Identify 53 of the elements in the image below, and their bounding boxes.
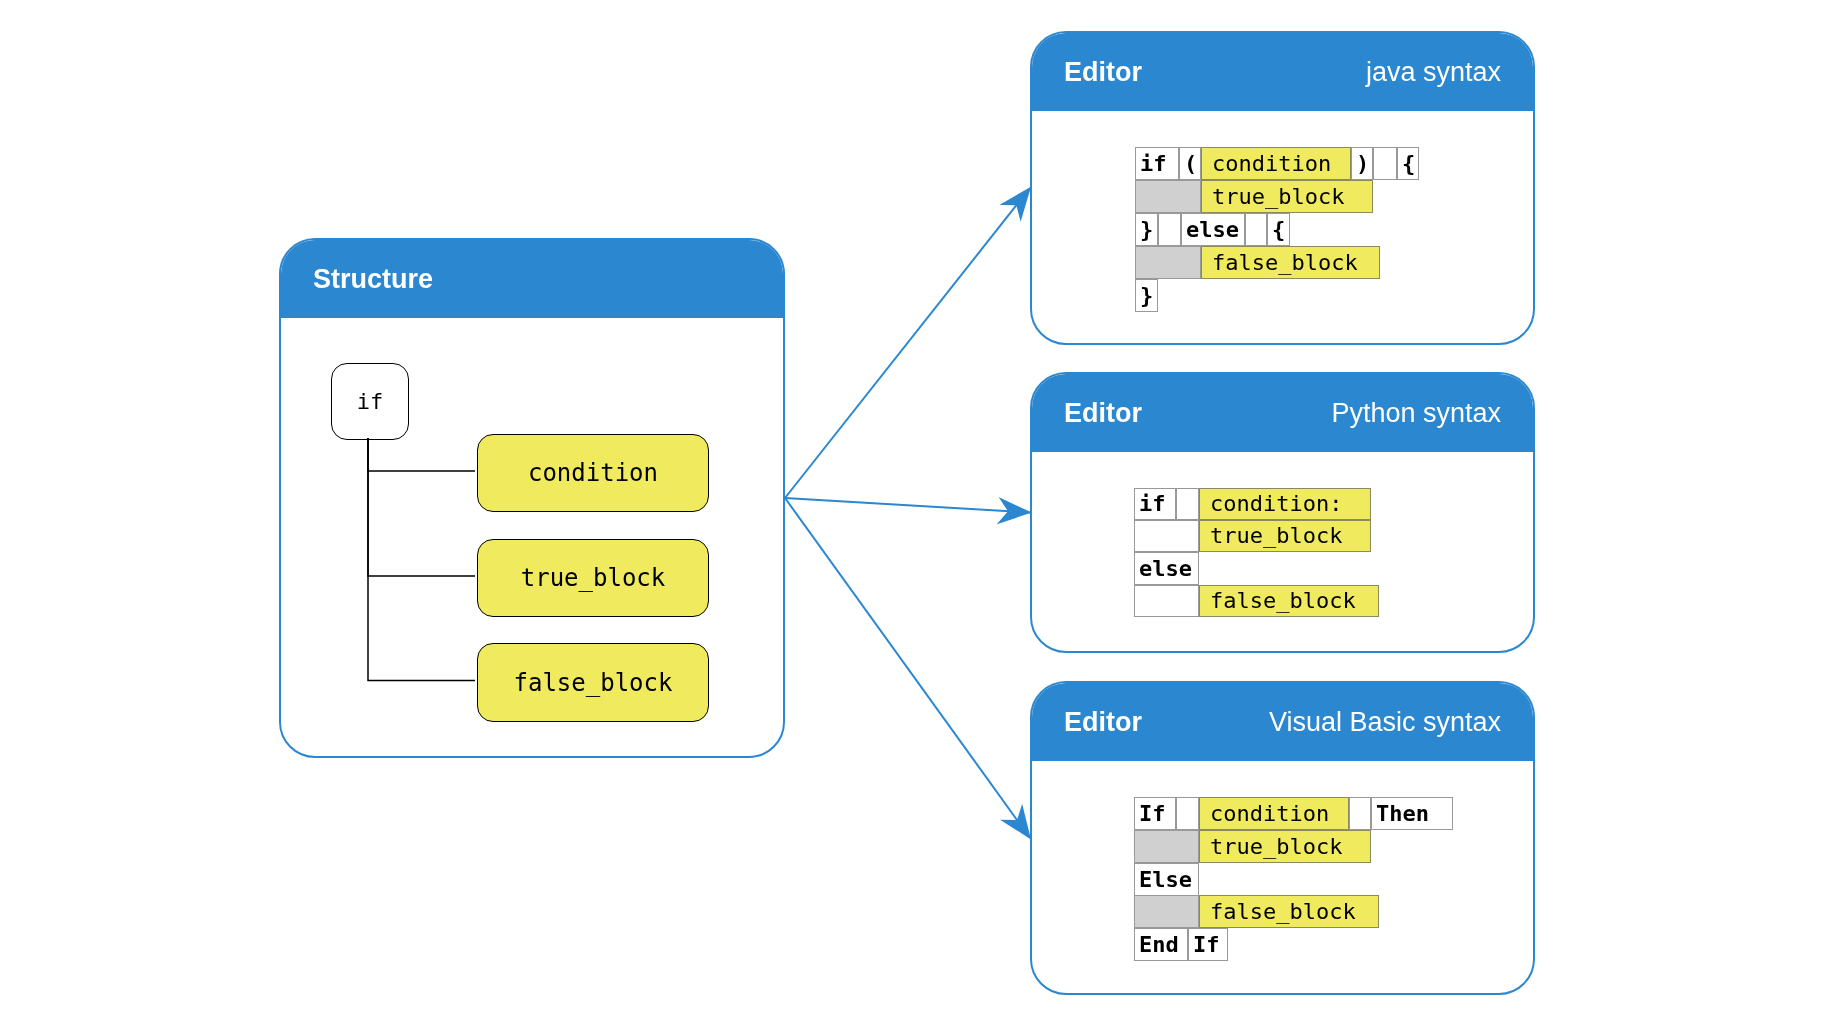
panel-title: Editor bbox=[1064, 396, 1142, 430]
placeholder-cell: false_block bbox=[1201, 246, 1380, 279]
panel-title: Structure bbox=[313, 262, 434, 296]
panel-subtitle: java syntax bbox=[1365, 55, 1501, 89]
keyword-box: if bbox=[331, 363, 409, 440]
empty-cell bbox=[1349, 797, 1371, 830]
keyword-cell: End bbox=[1134, 928, 1188, 961]
panel-title: Editor bbox=[1064, 705, 1142, 739]
keyword-cell: Then bbox=[1371, 797, 1453, 830]
placeholder-cell: true_block bbox=[1199, 520, 1371, 552]
arrow bbox=[784, 497, 1031, 840]
keyword-cell: } bbox=[1135, 279, 1158, 312]
panel-subtitle: Python syntax bbox=[1331, 396, 1501, 430]
element-box: condition bbox=[477, 434, 709, 512]
placeholder-cell: condition bbox=[1199, 797, 1349, 830]
indent-cell bbox=[1135, 246, 1201, 279]
keyword-cell: Else bbox=[1134, 863, 1199, 896]
keyword-cell: if bbox=[1134, 488, 1176, 520]
panel bbox=[279, 238, 785, 758]
keyword-cell: { bbox=[1267, 213, 1290, 246]
arrow bbox=[784, 497, 1032, 525]
keyword-cell: If bbox=[1134, 797, 1176, 830]
placeholder-cell: true_block bbox=[1199, 830, 1371, 863]
placeholder-cell: condition: bbox=[1199, 488, 1371, 520]
panel bbox=[1030, 681, 1535, 995]
keyword-cell: } bbox=[1135, 213, 1158, 246]
indent-cell bbox=[1135, 180, 1201, 213]
arrow bbox=[784, 186, 1032, 499]
empty-cell bbox=[1176, 797, 1199, 830]
indent-cell bbox=[1134, 895, 1199, 928]
panel bbox=[1030, 31, 1535, 345]
empty-cell bbox=[1245, 213, 1267, 246]
placeholder-cell: false_block bbox=[1199, 585, 1379, 617]
empty-cell bbox=[1373, 147, 1397, 180]
placeholder-cell: condition bbox=[1201, 147, 1351, 180]
indent-cell bbox=[1134, 830, 1199, 863]
keyword-cell: else bbox=[1181, 213, 1245, 246]
panel bbox=[1030, 372, 1535, 653]
empty-cell bbox=[1176, 488, 1199, 520]
placeholder-cell: false_block bbox=[1199, 895, 1379, 928]
keyword-cell: { bbox=[1397, 147, 1419, 180]
keyword-cell: if bbox=[1135, 147, 1179, 180]
panel-title: Editor bbox=[1064, 55, 1142, 89]
connector-line bbox=[367, 437, 476, 682]
placeholder-cell: true_block bbox=[1201, 180, 1373, 213]
keyword-cell: ( bbox=[1179, 147, 1201, 180]
keyword-cell: If bbox=[1188, 928, 1228, 961]
empty-cell bbox=[1158, 213, 1181, 246]
element-box: false_block bbox=[477, 643, 709, 722]
keyword-cell: ) bbox=[1351, 147, 1373, 180]
element-box: true_block bbox=[477, 539, 709, 617]
keyword-cell: else bbox=[1134, 552, 1199, 585]
panel-subtitle: Visual Basic syntax bbox=[1268, 705, 1501, 739]
